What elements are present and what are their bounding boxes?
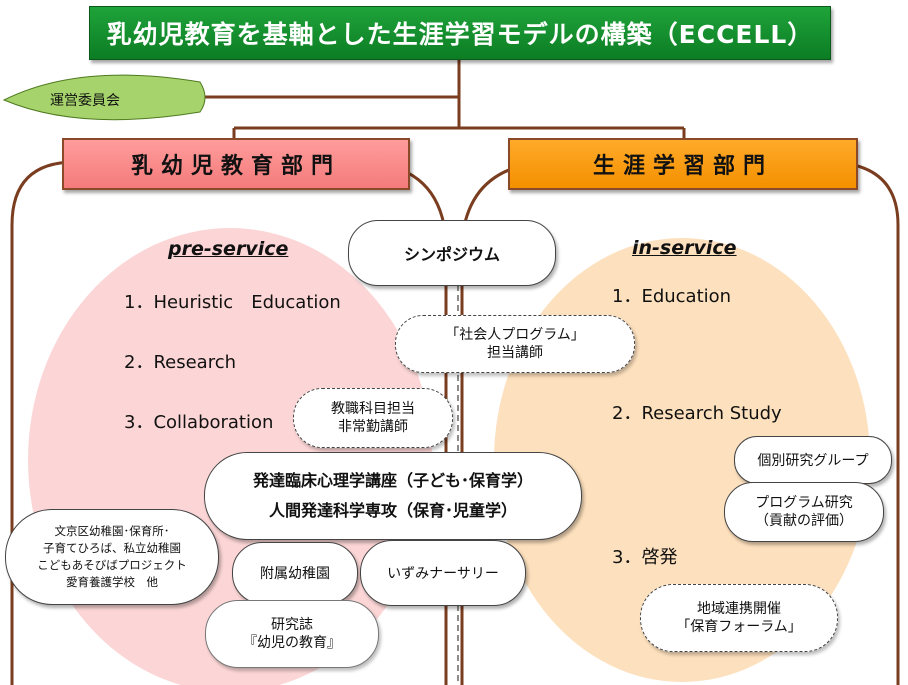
kenkyushi-line-1: 研究誌 [271, 617, 313, 633]
right-dept-title: 生涯学習部門 [508, 138, 858, 190]
kyoshoku-line-2: 非常勤講師 [338, 419, 408, 435]
center-line-2: 人間発達科学専攻（保育･児童学） [268, 501, 517, 520]
bunkyo-line-4: 愛育養護学校 他 [66, 575, 158, 589]
program-line-2: （貢献の評価） [755, 513, 853, 529]
fuzoku-box: 附属幼稚園 [232, 542, 358, 604]
symposium-box: シンポジウム [348, 220, 556, 286]
center-line-1: 発達臨床心理学講座（子ども･保育学） [252, 471, 533, 490]
right-item-3: 3．啓発 [612, 547, 678, 568]
chiiki-line-1: 地域連携開催 [697, 601, 781, 617]
left-item-3: 3．Collaboration [124, 412, 274, 433]
left-dept-title: 乳幼児教育部門 [62, 138, 410, 190]
kenkyushi-box: 研究誌 『幼児の教育』 [205, 600, 379, 668]
kyoshoku-line-1: 教職科目担当 [331, 401, 415, 417]
left-item-2: 2．Research [124, 352, 237, 373]
committee-leaf-shape [2, 74, 206, 121]
bunkyo-line-2: 子育てひろば、私立幼稚園 [43, 541, 181, 555]
left-item-1: 1．Heuristic Education [124, 292, 341, 313]
izumi-box: いずみナーサリー [360, 540, 526, 606]
program-line-1: プログラム研究 [755, 495, 853, 511]
right-item-2: 2．Research Study [612, 403, 782, 424]
chiiki-box: 地域連携開催 「保育フォーラム」 [640, 584, 838, 652]
bunkyo-line-3: こどもあそびばプロジェクト [37, 558, 187, 572]
bunkyo-line-1: 文京区幼稚園･保育所･ [54, 524, 170, 538]
program-box: プログラム研究 （貢献の評価） [724, 482, 884, 542]
kenkyushi-line-2: 『幼児の教育』 [243, 635, 341, 651]
kobetsu-box: 個別研究グループ [734, 436, 892, 484]
shakaijin-box: 「社会人プログラム」 担当講師 [395, 315, 635, 373]
chiiki-line-2: 「保育フォーラム」 [676, 619, 802, 635]
bunkyo-box: 文京区幼稚園･保育所･ 子育てひろば、私立幼稚園 こどもあそびばプロジェクト 愛… [5, 509, 219, 605]
committee-label: 運営委員会 [50, 93, 120, 109]
in-service-label: in-service [632, 237, 737, 259]
center-box: 発達臨床心理学講座（子ども･保育学） 人間発達科学専攻（保育･児童学） [204, 452, 582, 540]
kyoshoku-box: 教職科目担当 非常勤講師 [293, 388, 453, 448]
shakaijin-line-1: 「社会人プログラム」 [445, 327, 585, 343]
page-title: 乳幼児教育を基軸とした生涯学習モデルの構築（ECCELL） [89, 6, 831, 60]
shakaijin-line-2: 担当講師 [487, 345, 543, 361]
pre-service-label: pre-service [168, 238, 289, 260]
right-item-1: 1．Education [612, 286, 732, 307]
